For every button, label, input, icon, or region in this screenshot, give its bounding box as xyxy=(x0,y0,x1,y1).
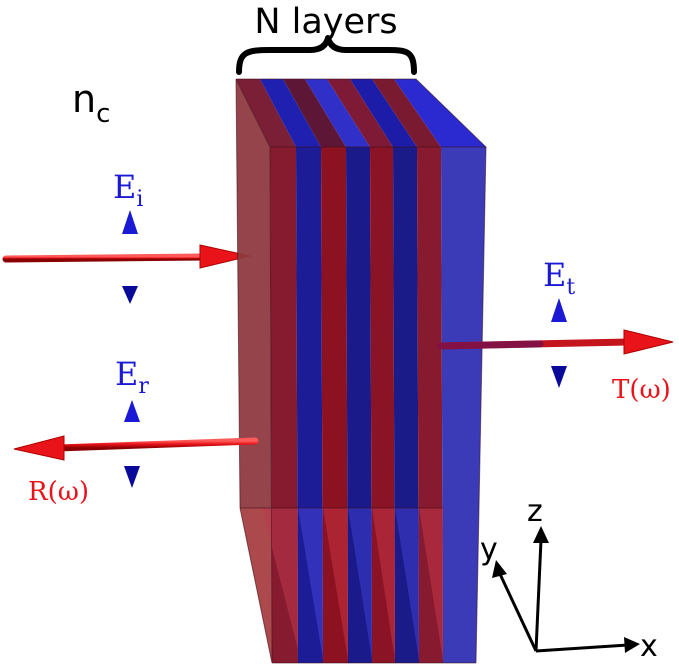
layer-stack xyxy=(235,78,488,664)
transmitted-field-arrow xyxy=(551,298,567,388)
layers-brace xyxy=(236,35,417,75)
n-layers-label: N layers xyxy=(254,2,397,42)
reflected-field-label: Er xyxy=(115,355,149,399)
medium-label: nc xyxy=(72,77,110,129)
axis-label-x: x xyxy=(640,629,658,664)
reflected-arrow xyxy=(13,435,259,461)
layer-front-faces xyxy=(270,147,486,663)
reflection-coefficient-label: R(ω) xyxy=(28,477,89,507)
transmitted-field-label: Et xyxy=(543,256,575,300)
transmitted-arrow xyxy=(436,329,674,355)
y-axis xyxy=(498,573,538,652)
reflected-field-arrow xyxy=(124,400,140,488)
axis-label-y: y xyxy=(480,532,498,567)
incident-arrow xyxy=(2,244,251,269)
z-axis xyxy=(534,539,543,652)
incident-field-arrow xyxy=(122,210,138,304)
x-axis xyxy=(535,643,629,653)
coordinate-axes xyxy=(492,526,640,653)
incident-field-label: Ei xyxy=(113,168,143,212)
transmission-coefficient-label: T(ω) xyxy=(612,375,671,405)
axis-label-z: z xyxy=(527,494,543,529)
layer-top-faces xyxy=(236,79,486,147)
slab-edges xyxy=(235,78,488,664)
